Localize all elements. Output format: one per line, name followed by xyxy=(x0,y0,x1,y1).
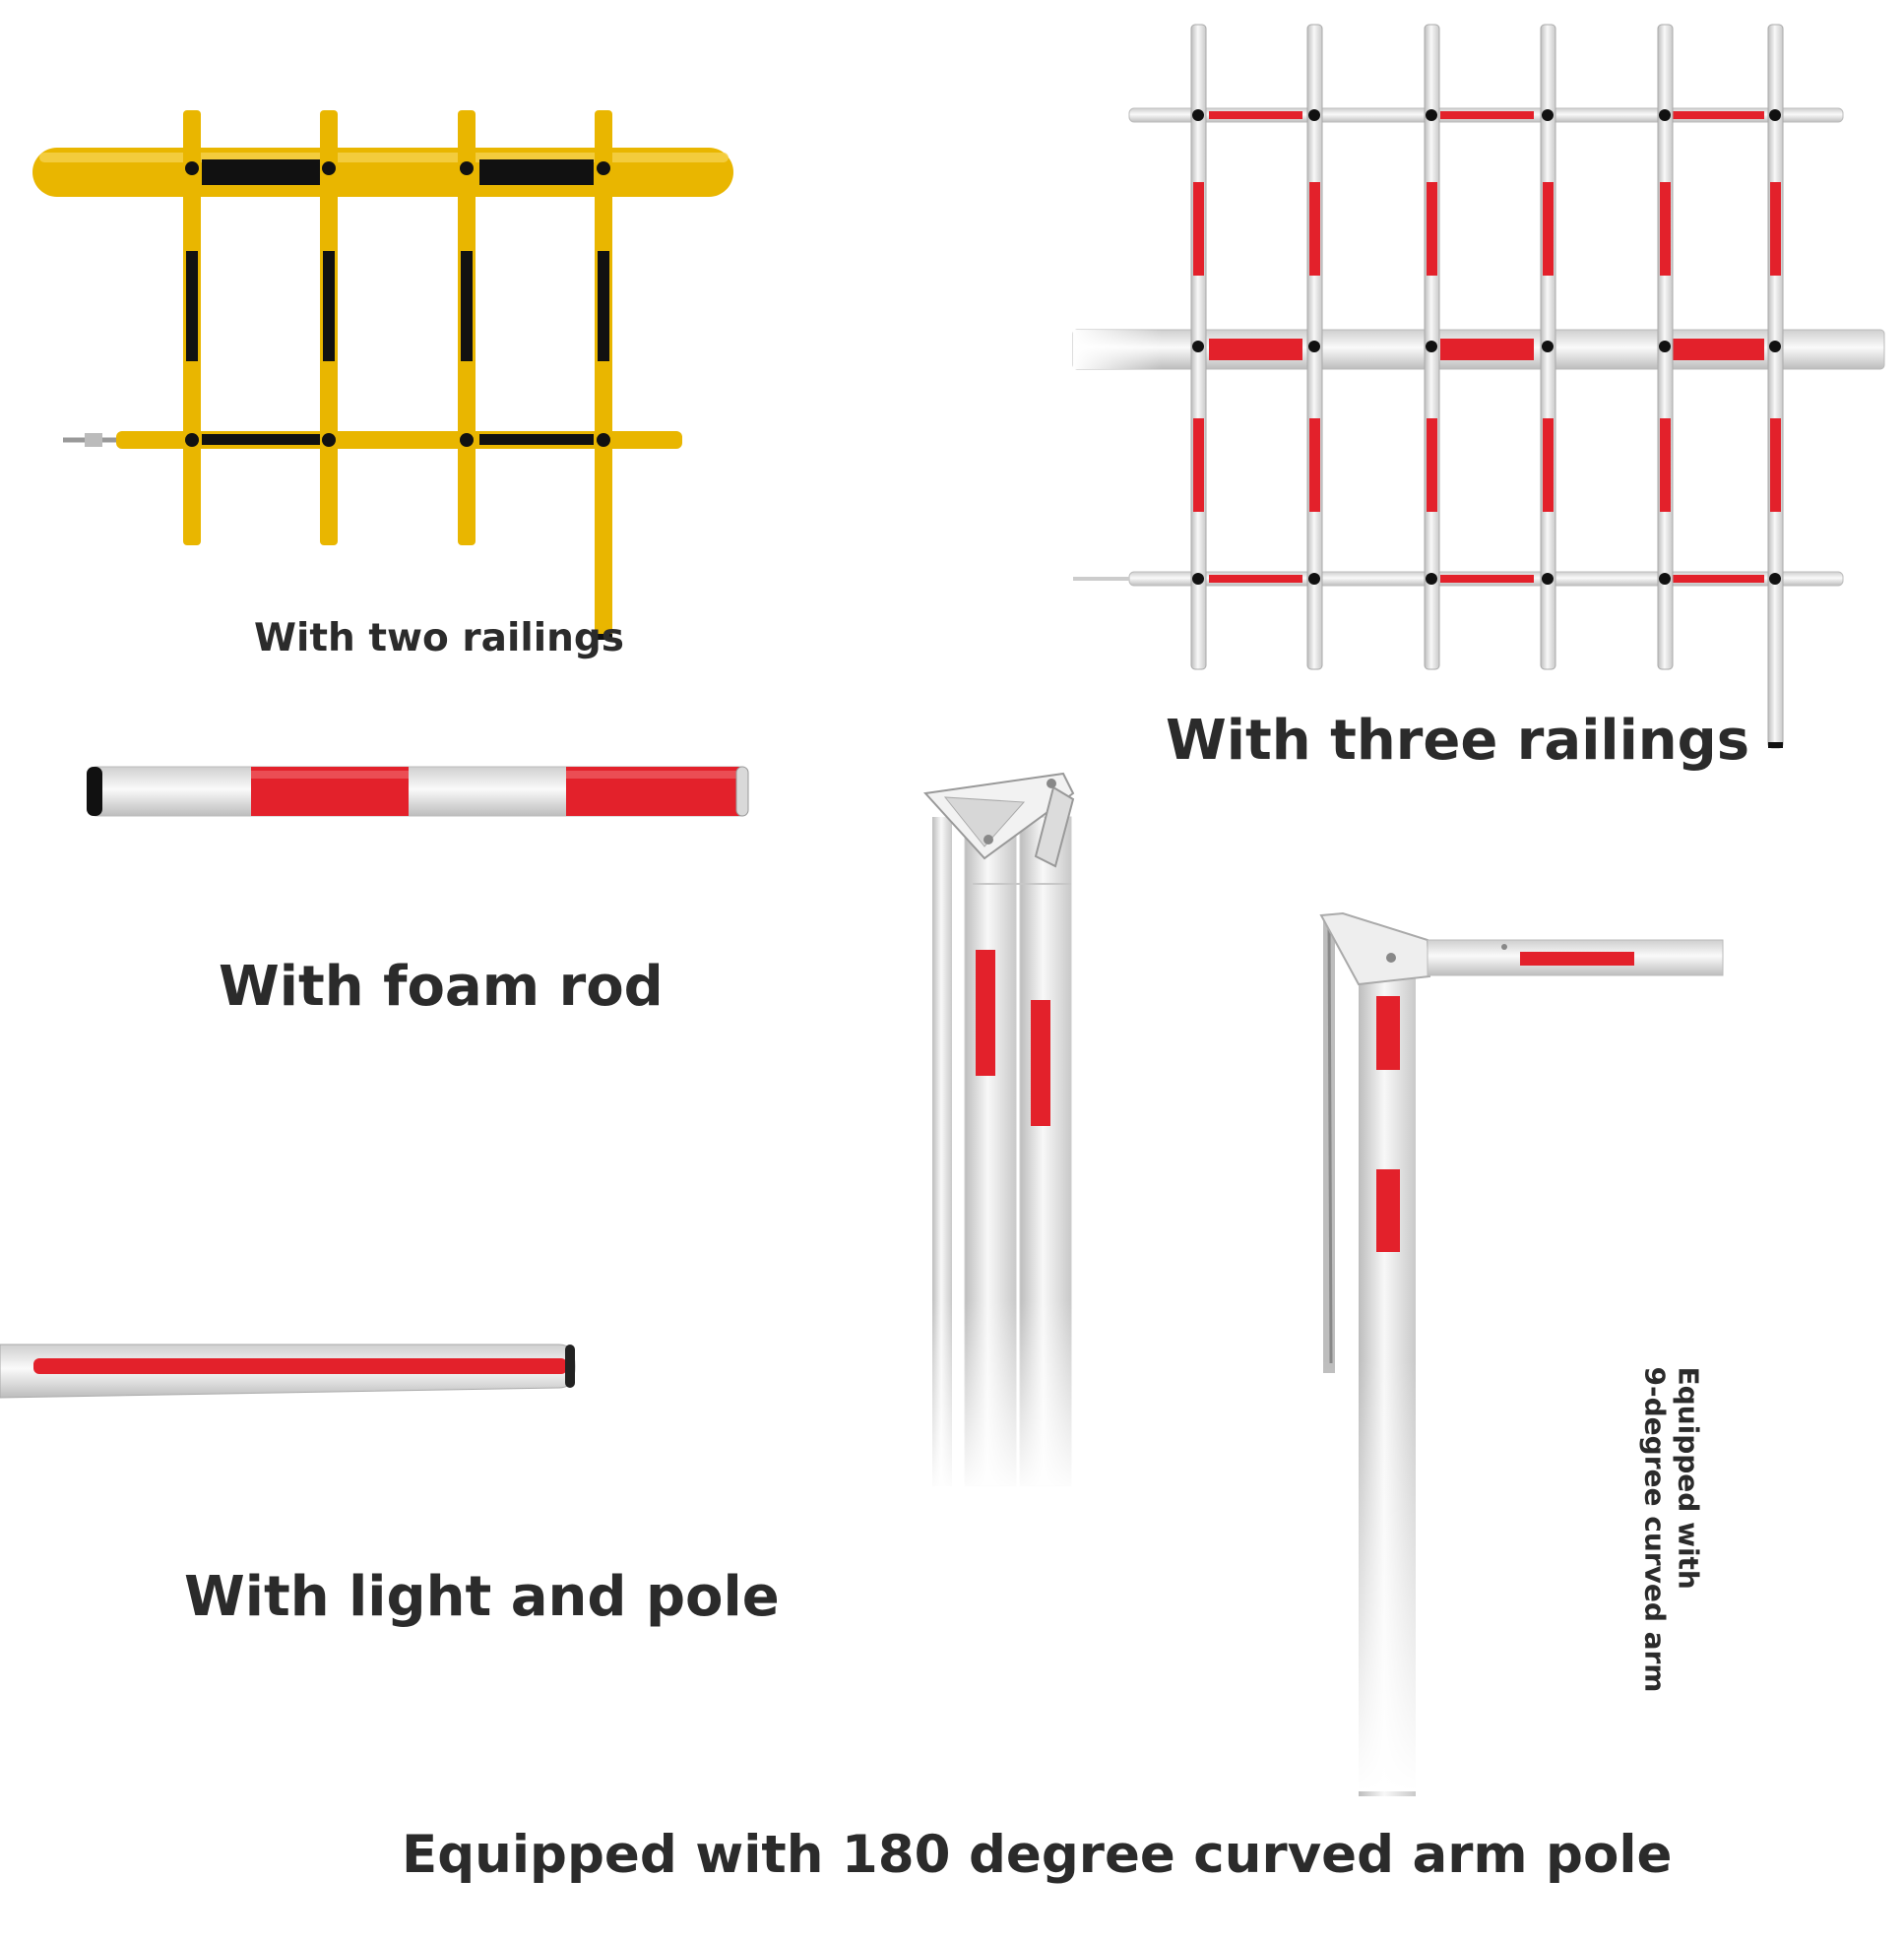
light-and-pole-caption: With light and pole xyxy=(184,1565,780,1629)
curved-arm-90 xyxy=(1309,911,1724,1796)
three-railings-caption: With three railings xyxy=(1166,709,1750,773)
foam-rod-caption: With foam rod xyxy=(219,955,664,1019)
curved-90-caption-line2: 9-degree curved arm xyxy=(1638,1366,1672,1693)
two-railings-caption: With two railings xyxy=(254,616,624,660)
three-railing-barrier-arm xyxy=(1072,24,1885,749)
curved-90-caption-line1: Equipped with xyxy=(1672,1366,1705,1590)
curved-90-caption: Equipped with 9-degree curved arm xyxy=(1637,1367,1704,1693)
folding-arm-180 xyxy=(916,772,1083,1496)
two-railing-barrier-arm xyxy=(32,110,733,640)
foam-rod-arm xyxy=(87,766,749,817)
light-strip-arm xyxy=(0,1344,576,1399)
curved-180-caption: Equipped with 180 degree curved arm pole xyxy=(402,1825,1673,1885)
